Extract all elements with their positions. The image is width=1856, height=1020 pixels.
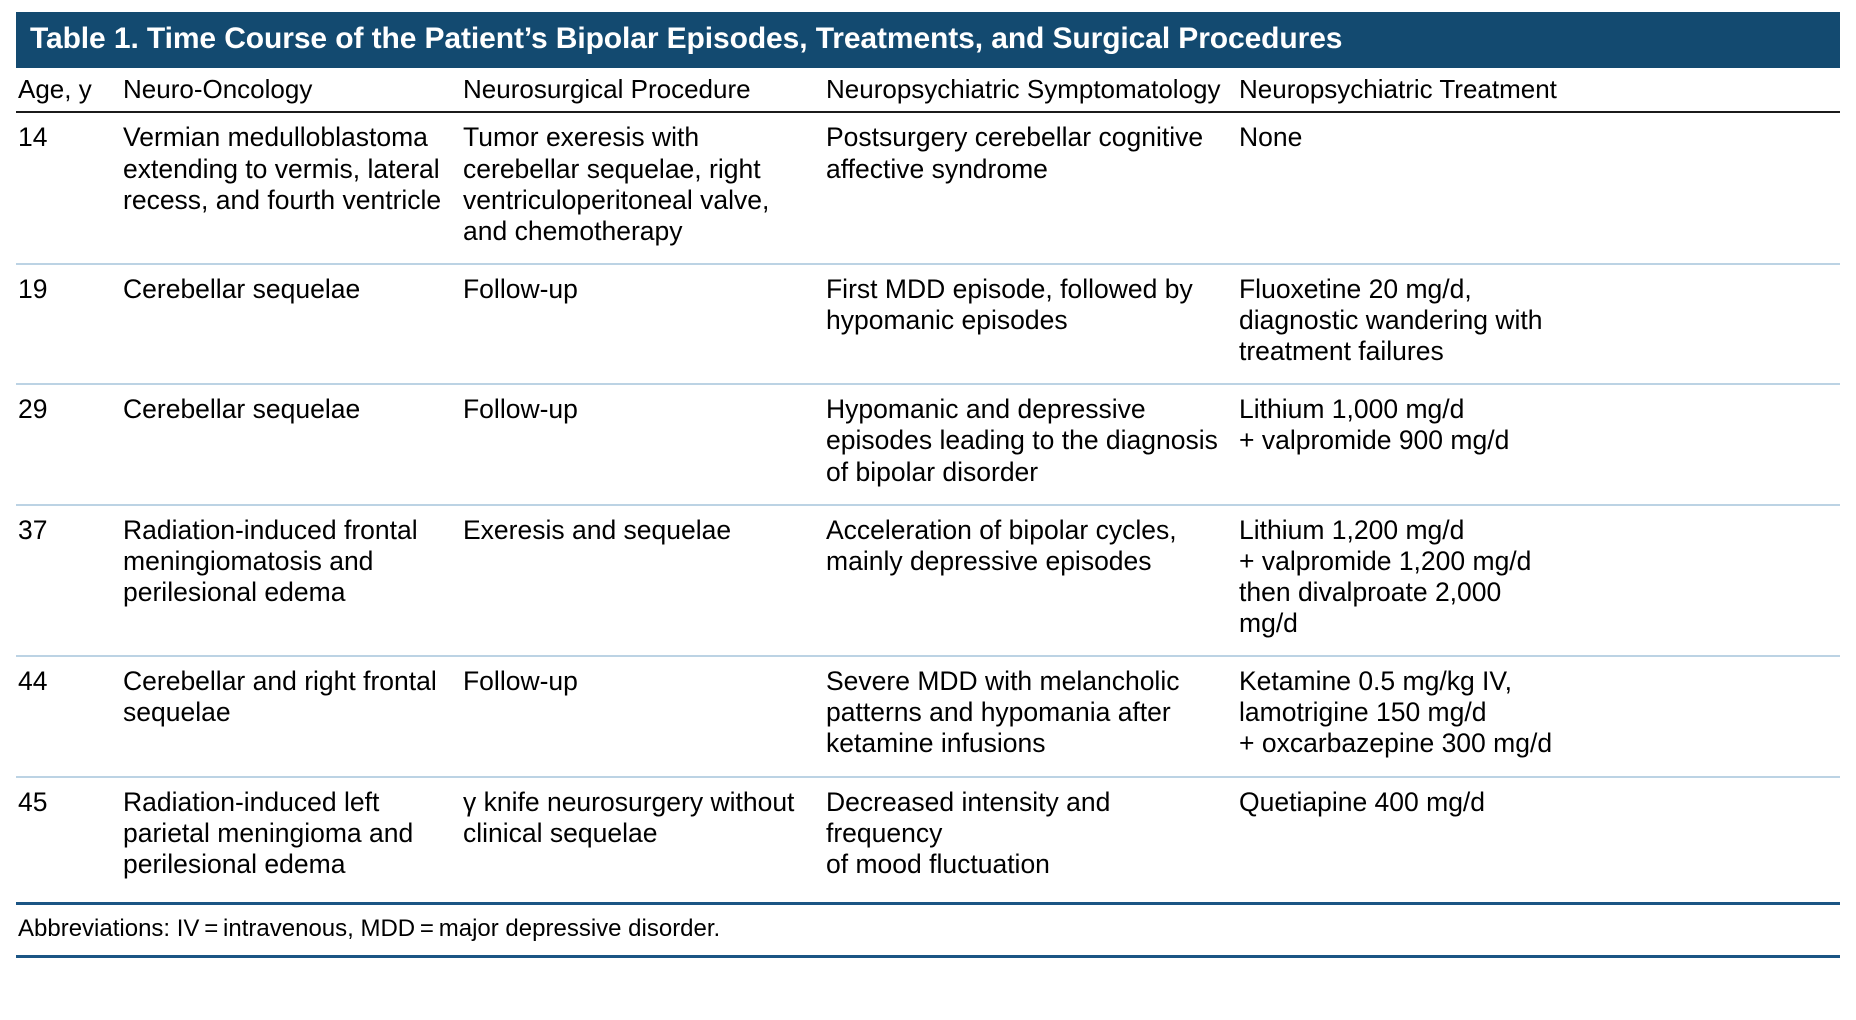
table-row: 37 Radiation-induced frontal meningiomat… (16, 504, 1840, 658)
table-footnote-abbreviations: Abbreviations: IV = intravenous, MDD = m… (16, 905, 1840, 958)
cell-symptoms: Severe MDD with melancholic patterns and… (824, 656, 1237, 778)
table-row: 44 Cerebellar and right frontal sequelae… (16, 656, 1840, 778)
column-header-symptoms: Neuropsychiatric Symptomatology (824, 67, 1237, 114)
cell-treatment: None (1237, 112, 1840, 265)
cell-procedure: Follow-up (461, 656, 824, 778)
cell-procedure: Tumor exeresis with cerebellar sequelae,… (461, 112, 824, 265)
cell-symptoms: Hypomanic and depressive episodes leadin… (824, 384, 1237, 506)
cell-age: 37 (16, 504, 121, 658)
cell-symptoms: First MDD episode, followed by hypomanic… (824, 263, 1237, 386)
cell-age: 44 (16, 656, 121, 778)
cell-treatment: Lithium 1,000 mg/d + valpromide 900 mg/d (1237, 384, 1840, 506)
cell-symptoms: Acceleration of bipolar cycles, mainly d… (824, 504, 1237, 658)
cell-procedure: γ knife neurosurgery without clinical se… (463, 786, 795, 848)
column-header-age: Age, y (16, 67, 121, 114)
table-row: 19 Cerebellar sequelae Follow-up First M… (16, 263, 1840, 386)
cell-treatment: Quetiapine 400 mg/d (1239, 786, 1486, 817)
data-table: Age, y Neuro-Oncology Neurosurgical Proc… (16, 67, 1840, 896)
cell-procedure: Follow-up (461, 384, 824, 506)
cell-oncology: Cerebellar and right frontal sequelae (121, 656, 461, 778)
cell-oncology: Cerebellar sequelae (121, 384, 461, 506)
cell-age: 45 (18, 786, 48, 817)
cell-age: 14 (16, 112, 121, 265)
column-header-treatment: Neuropsychiatric Treatment (1237, 67, 1840, 114)
table-row: 14 Vermian medulloblastoma extending to … (16, 112, 1840, 265)
cell-symptoms: Decreased intensity and frequency of moo… (826, 786, 1111, 879)
table-row: 45 Radiation-induced left parietal menin… (16, 777, 1840, 896)
column-header-oncology: Neuro-Oncology (121, 67, 461, 114)
cell-treatment: Fluoxetine 20 mg/d, diagnostic wandering… (1237, 263, 1840, 386)
footnote-top-rule (16, 901, 1840, 905)
cell-oncology: Radiation-induced left parietal meningio… (123, 786, 414, 879)
cell-age: 29 (16, 384, 121, 506)
cell-symptoms: Postsurgery cerebellar cognitive affecti… (824, 112, 1237, 265)
table-container: Table 1. Time Course of the Patient’s Bi… (16, 12, 1840, 958)
cell-age: 19 (16, 263, 121, 386)
cell-treatment: Ketamine 0.5 mg/kg IV, lamotrigine 150 m… (1237, 656, 1840, 778)
table-title: Table 1. Time Course of the Patient’s Bi… (16, 12, 1840, 68)
table-body: 14 Vermian medulloblastoma extending to … (16, 112, 1840, 896)
table-row: 29 Cerebellar sequelae Follow-up Hypoman… (16, 384, 1840, 506)
column-header-procedure: Neurosurgical Procedure (461, 67, 824, 114)
cell-procedure: Exeresis and sequelae (461, 504, 824, 658)
cell-treatment: Lithium 1,200 mg/d + valpromide 1,200 mg… (1237, 504, 1840, 658)
column-header-row: Age, y Neuro-Oncology Neurosurgical Proc… (16, 67, 1840, 114)
cell-oncology: Vermian medulloblastoma extending to ver… (121, 112, 461, 265)
cell-oncology: Cerebellar sequelae (121, 263, 461, 386)
cell-oncology: Radiation-induced frontal meningiomatosi… (121, 504, 461, 658)
cell-procedure: Follow-up (461, 263, 824, 386)
table-head: Age, y Neuro-Oncology Neurosurgical Proc… (16, 67, 1840, 114)
